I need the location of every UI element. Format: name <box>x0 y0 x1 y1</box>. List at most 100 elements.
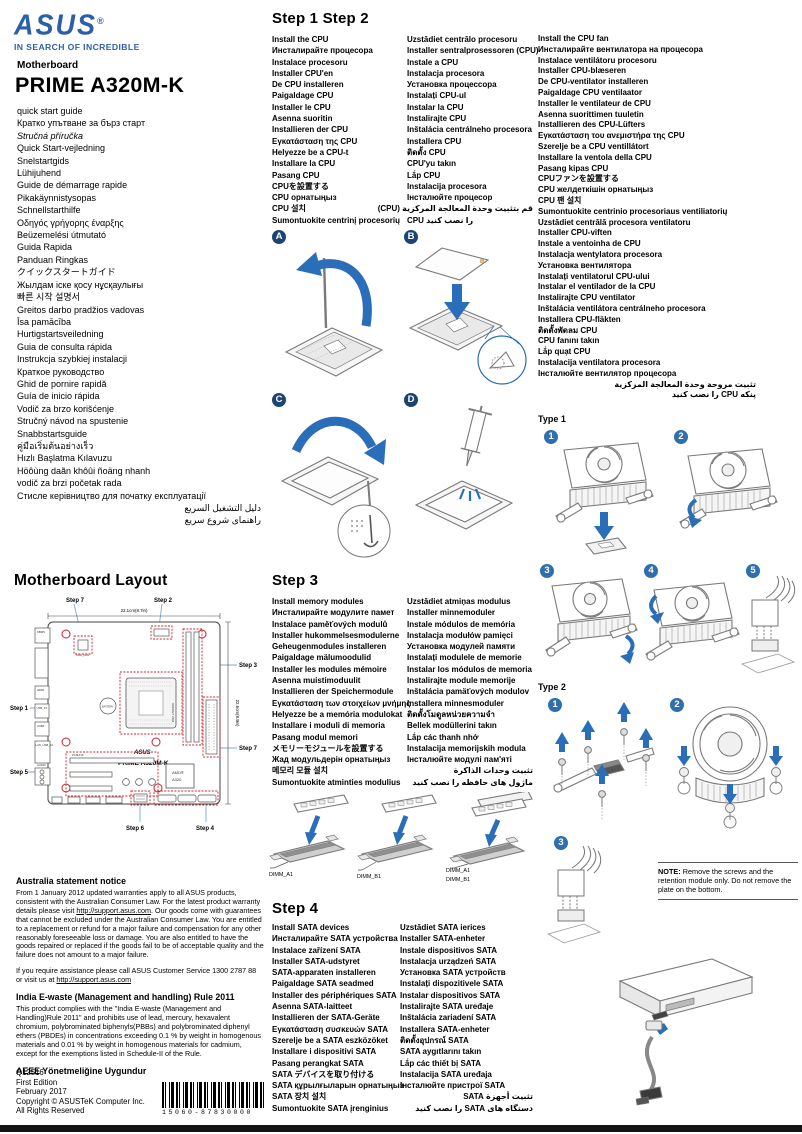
fan-diagram-2 <box>679 448 778 529</box>
cha-fan-header <box>77 639 89 651</box>
port-kbms: KBMS <box>37 630 45 634</box>
cpu-diagram-close-lever <box>280 416 391 558</box>
list-item: SATA aygıtlarını takın <box>400 1047 482 1057</box>
list-item: Guide de démarrage rapide <box>17 180 128 191</box>
list-item: Inštalácia pamäťových modulov <box>407 687 530 697</box>
list-item: Installer les modules mémoire <box>272 664 387 674</box>
list-item: Installera CPU <box>407 136 462 146</box>
list-item: Installer sentralprosessoren (CPU) <box>407 46 539 56</box>
list-item: CPUを設置する <box>272 181 329 191</box>
type2-badge-2: 2 <box>670 698 684 712</box>
chipset <box>165 763 195 789</box>
aeee-heading: AEEE Yönetmeliğine Uygundur <box>16 1065 147 1076</box>
list-item: Lắp các thanh nhớ <box>407 732 479 742</box>
list-item: Pasang CPU <box>272 170 320 180</box>
list-item: Instalați CPU-ul <box>407 91 467 101</box>
port-audio: AUDIO <box>37 763 47 767</box>
dimm-slots <box>185 631 200 743</box>
list-item: Instalacja procesora <box>407 68 485 78</box>
list-item: Panduan Ringkas <box>17 254 89 265</box>
list-item: Install the CPU <box>272 35 329 44</box>
support-link-2[interactable]: http://support.asus.com <box>56 975 132 985</box>
list-item: Installer minnemoduler <box>407 608 496 618</box>
list-item: CPU желдеткішін орнатыңыз <box>538 185 654 195</box>
list-item: Instalar dispositivos SATA <box>400 990 501 1000</box>
copyright: Copyright © ASUSTeK Computer Inc. <box>16 1096 145 1106</box>
australia-paragraph-2: If you require assistance please call AS… <box>16 966 264 985</box>
list-item: Installer SATA-enheter <box>400 934 486 944</box>
list-item: CPU 팬 설치 <box>538 195 582 205</box>
list-item: Instalacja modułów pamięci <box>407 630 513 640</box>
list-item: Lắp các thiết bị SATA <box>400 1058 482 1068</box>
board-height-label: 22.6cm(8.9in) <box>235 700 240 727</box>
list-item: Beüzemelési útmutató <box>17 230 107 241</box>
list-item: 빠른 시작 설명서 <box>17 292 80 303</box>
list-item: Pikakäynnistysopas <box>17 192 97 203</box>
list-item: Installer SATA-udstyret <box>272 956 360 966</box>
list-item: ติดตั้งพัดลม CPU <box>538 325 598 335</box>
dimm-b1-label: DIMM_B1 <box>357 874 381 880</box>
list-item: Instalacja urządzeń SATA <box>400 956 497 966</box>
diagram-badge-d: D <box>404 393 418 407</box>
cmos-battery <box>99 697 117 715</box>
type1-badge-3: 3 <box>540 564 554 578</box>
list-item: Інсталюйте процесор <box>407 193 493 203</box>
list-item: CPU 설치 <box>272 204 306 214</box>
list-item: Instalirajte module memorije <box>407 676 516 686</box>
edition: First Edition <box>16 1077 58 1087</box>
pcie-slots <box>69 757 156 792</box>
step4-heading: Step 4 <box>272 900 319 917</box>
type1-badge-5: 5 <box>746 564 760 578</box>
dimm-a1-label: DIMM_A1 <box>269 872 293 878</box>
asus-logo-text: ASUS <box>14 9 98 41</box>
list-item: Instale dispositivos SATA <box>400 945 498 955</box>
list-item: Installieren der SATA-Geräte <box>272 1013 380 1023</box>
list-item: Instalați dispozitivele SATA <box>400 979 504 989</box>
dimm-a1-label-2: DIMM_A1 <box>446 868 470 874</box>
list-item: Inštalácia zariadení SATA <box>400 1013 497 1023</box>
list-item: Instalacija memorijskih modula <box>407 743 526 753</box>
chipset-brand: AMD® <box>172 770 184 775</box>
fan-diagram-1 <box>555 442 654 555</box>
product-category: Motherboard <box>17 60 79 71</box>
list-item: Lắp CPU <box>407 170 441 180</box>
board-width-label: 22.1cm(8.7in) <box>121 608 148 613</box>
barcode-bars <box>162 1082 264 1108</box>
type1-badge-4: 4 <box>644 564 658 578</box>
front-panel-headers <box>51 796 123 804</box>
list-item: Sumontuokite atminties modulius <box>272 777 401 787</box>
brand-tagline: IN SEARCH OF INCREDIBLE <box>14 42 140 52</box>
list-item: Инсталирайте SATA устройства <box>272 934 398 944</box>
dimm-diagram-b1: DIMM_B1 <box>357 794 437 880</box>
list-item: دليل التشغيل السريع <box>184 503 261 513</box>
list-item: Helyezze be a memória modulokat <box>272 709 403 719</box>
list-item: Uzstādiet SATA ierices <box>400 923 486 932</box>
list-item: قم بتثبيت وحدة المعالجة المركزية (CPU) <box>377 204 533 214</box>
support-link-1[interactable]: http://support.asus.com <box>76 905 152 915</box>
list-item: Paigaldage mälumoodulid <box>272 653 372 663</box>
list-item: Instalacija ventilatora procesora <box>538 357 661 367</box>
step7-right-zone <box>202 696 221 758</box>
list-item: Pasang perangkat SATA <box>272 1058 364 1068</box>
list-item: Жылдам іске қосу нұсқаулығы <box>17 279 144 290</box>
list-item: Εγκατάσταση της CPU <box>272 136 358 146</box>
list-item: Інсталюйте пристрої SATA <box>400 1081 506 1091</box>
type1-badge-2: 2 <box>674 430 688 444</box>
list-item: Instalace procesoru <box>272 57 348 67</box>
list-item: Instalacja wentylatora procesora <box>538 249 663 259</box>
cpu-diagram-insert-cpu <box>408 247 527 385</box>
list-item: Stručný návod na spustenie <box>17 416 129 427</box>
port-usb34: USB_34 <box>37 706 48 710</box>
list-item: Installer CPU-blæseren <box>538 66 627 76</box>
list-item: Guía de inicio rápida <box>17 391 100 402</box>
step1-zone <box>119 671 183 735</box>
list-item: Lắp quạt CPU <box>538 347 591 357</box>
port-usb3: USB3 <box>37 724 45 728</box>
list-item: Lühijuhend <box>17 168 62 179</box>
list-item: คู่มือเริ่มต้นอย่างเร็ว <box>17 440 94 451</box>
list-item: Instalați modulele de memorie <box>407 653 522 663</box>
list-item: تثبيت وحدات الذاكرة <box>453 766 533 776</box>
